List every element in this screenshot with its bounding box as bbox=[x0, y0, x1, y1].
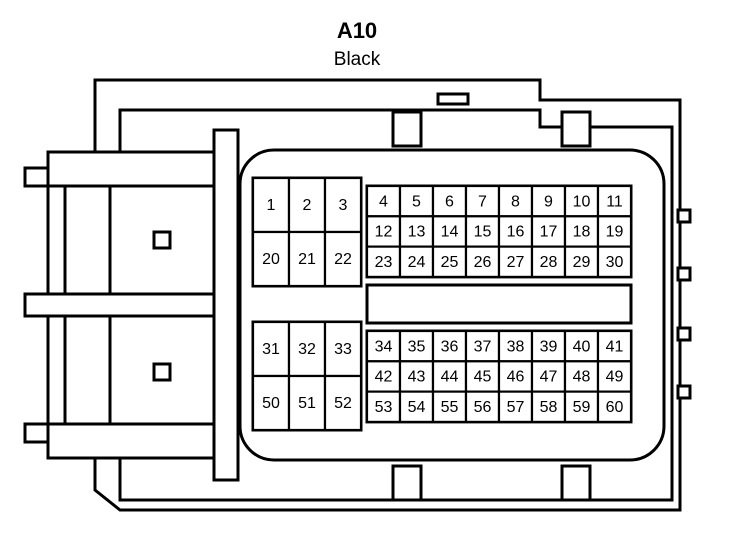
pin-label: 17 bbox=[540, 224, 558, 241]
pin-label: 8 bbox=[511, 193, 520, 210]
pin-label: 21 bbox=[298, 251, 316, 268]
pin-label: 24 bbox=[408, 254, 426, 271]
pin-label: 9 bbox=[544, 193, 553, 210]
pin-label: 4 bbox=[379, 193, 388, 210]
pin-cell bbox=[530, 184, 567, 218]
pin-cell bbox=[596, 245, 633, 279]
pin-label: 13 bbox=[408, 224, 426, 241]
pin-cell bbox=[323, 320, 363, 378]
pin-cell bbox=[464, 329, 501, 363]
pin-label: 55 bbox=[441, 399, 459, 416]
pin-label: 11 bbox=[606, 193, 623, 210]
pin-label: 29 bbox=[573, 254, 591, 271]
pin-block-upper-right: 4 5 6 7 8 9 10 11 12 13 14 15 16 17 18 19 23 24 25 26 27 28 29… bbox=[365, 184, 633, 279]
pin-label: 44 bbox=[441, 369, 459, 386]
pin-cell bbox=[431, 245, 468, 279]
connector-id: A10 bbox=[337, 18, 377, 43]
key-slot bbox=[365, 283, 633, 325]
pin-label: 46 bbox=[507, 369, 525, 386]
pin-block-upper-left: 1 2 3 20 21 22 bbox=[251, 176, 363, 288]
pin-label: 49 bbox=[606, 369, 624, 386]
lever-lock-lower bbox=[152, 362, 172, 382]
pin-label: 33 bbox=[334, 341, 352, 358]
pin-label: 27 bbox=[507, 254, 525, 271]
pin-cell bbox=[431, 360, 468, 393]
pin-cell bbox=[431, 329, 468, 363]
pin-cell bbox=[323, 230, 363, 288]
pin-label: 5 bbox=[412, 193, 421, 210]
pin-label: 16 bbox=[507, 224, 525, 241]
pin-cell bbox=[497, 215, 534, 248]
pin-label: 20 bbox=[262, 251, 280, 268]
pin-label: 2 bbox=[303, 197, 312, 214]
pin-label: 15 bbox=[474, 224, 492, 241]
connector-color: Black bbox=[334, 49, 381, 70]
pin-label: 45 bbox=[474, 369, 492, 386]
pin-label: 60 bbox=[606, 399, 624, 416]
pin-label: 30 bbox=[606, 254, 624, 271]
pin-cell bbox=[287, 320, 327, 378]
pin-label: 34 bbox=[375, 338, 393, 355]
pin-cell bbox=[287, 230, 327, 288]
pin-label: 26 bbox=[474, 254, 492, 271]
pin-cell bbox=[323, 374, 363, 432]
pin-block-lower-right: 34 35 36 37 38 39 40 41 42 43 44 45 46 47 48 49 53 54 55 56… bbox=[365, 329, 633, 424]
pin-label: 47 bbox=[540, 369, 558, 386]
pin-label: 35 bbox=[408, 338, 426, 355]
pin-label: 40 bbox=[573, 338, 591, 355]
pin-cell bbox=[596, 390, 633, 424]
pin-cell bbox=[497, 329, 534, 363]
pin-label: 3 bbox=[339, 197, 348, 214]
pin-label: 10 bbox=[573, 193, 591, 210]
lever-assembly bbox=[23, 150, 232, 460]
pin-cell bbox=[596, 215, 633, 248]
pin-label: 48 bbox=[573, 369, 591, 386]
pin-label: 18 bbox=[573, 224, 591, 241]
pin-cell bbox=[563, 245, 600, 279]
pin-label: 57 bbox=[507, 399, 525, 416]
pin-label: 56 bbox=[474, 399, 492, 416]
pin-cell bbox=[530, 390, 567, 424]
pin-label: 1 bbox=[267, 197, 276, 214]
pin-label: 41 bbox=[606, 338, 624, 355]
pin-cell bbox=[398, 245, 435, 279]
pin-label: 19 bbox=[606, 224, 624, 241]
pin-label: 7 bbox=[478, 193, 487, 210]
pin-cell bbox=[596, 329, 633, 363]
pin-label: 38 bbox=[507, 338, 525, 355]
pin-label: 6 bbox=[445, 193, 454, 210]
pin-label: 28 bbox=[540, 254, 558, 271]
pin-label: 58 bbox=[540, 399, 558, 416]
pin-label: 59 bbox=[573, 399, 591, 416]
pin-label: 36 bbox=[441, 338, 459, 355]
pin-label: 54 bbox=[408, 399, 426, 416]
pin-label: 53 bbox=[375, 399, 393, 416]
pin-label: 37 bbox=[474, 338, 492, 355]
pin-label: 42 bbox=[375, 369, 393, 386]
pin-cell bbox=[497, 245, 534, 279]
pin-cell bbox=[563, 329, 600, 363]
pin-label: 32 bbox=[298, 341, 316, 358]
pin-label: 39 bbox=[540, 338, 558, 355]
pin-label: 43 bbox=[408, 369, 426, 386]
pin-label: 50 bbox=[262, 395, 280, 412]
pin-cell bbox=[287, 176, 327, 234]
pin-cell bbox=[323, 176, 363, 234]
pin-label: 31 bbox=[262, 341, 280, 358]
pin-label: 12 bbox=[375, 224, 393, 241]
lever-lock-upper bbox=[152, 230, 172, 250]
pin-label: 23 bbox=[375, 254, 393, 271]
pin-cell bbox=[365, 245, 402, 279]
pin-cell bbox=[251, 374, 291, 432]
pin-label: 51 bbox=[298, 395, 316, 412]
pin-label: 22 bbox=[334, 251, 352, 268]
pin-label: 14 bbox=[441, 224, 459, 241]
pin-cell bbox=[464, 245, 501, 279]
pin-label: 25 bbox=[441, 254, 459, 271]
pin-label: 52 bbox=[334, 395, 352, 412]
pin-block-lower-left: 31 32 33 50 51 52 bbox=[251, 320, 363, 432]
